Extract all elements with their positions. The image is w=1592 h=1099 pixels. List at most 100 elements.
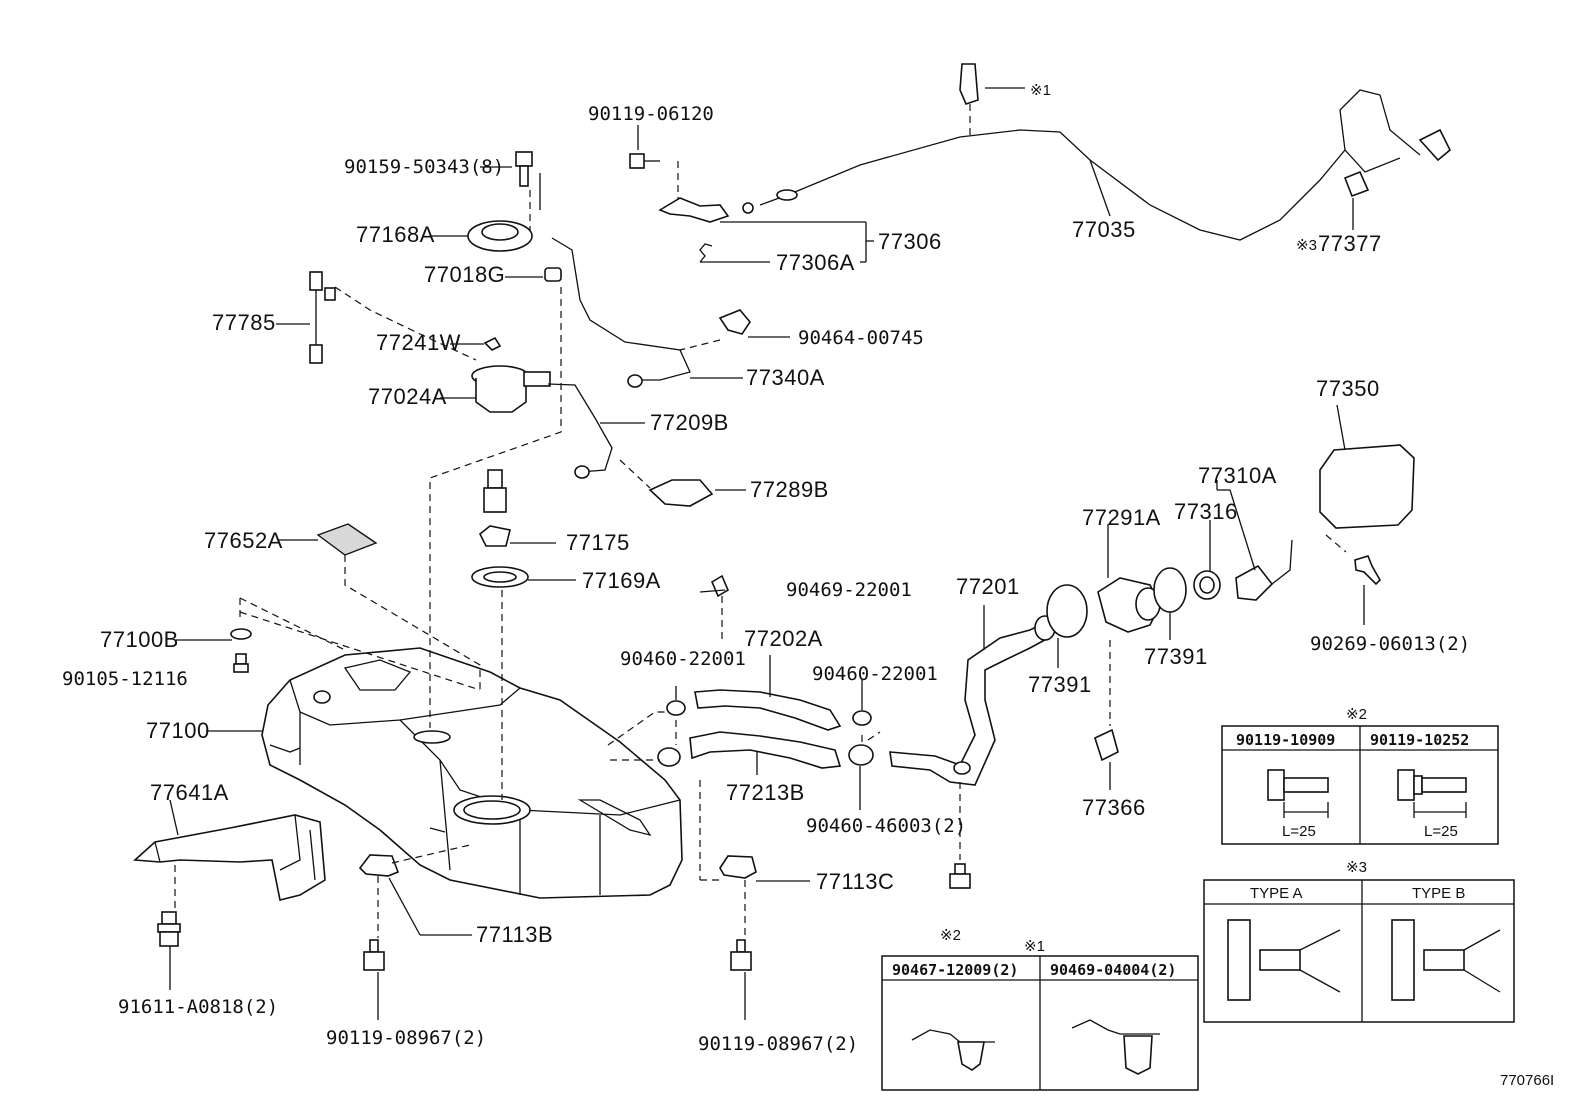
hose-77213b — [689, 731, 842, 769]
note2-len1: L=25 — [1282, 823, 1316, 840]
bracket-77113c — [719, 855, 757, 879]
clamp-90464-00745 — [718, 309, 751, 335]
fuel-tank-drawing — [261, 647, 683, 899]
clip-77366 — [1094, 728, 1119, 762]
label-90469-22001: 90469-22001 — [786, 579, 912, 601]
label-77113b: 77113B — [476, 922, 553, 947]
diagram-id: 770766I — [1500, 1072, 1554, 1089]
label-77391-right: 77391 — [1144, 644, 1208, 669]
leader-lines — [169, 87, 1365, 1020]
label-77024a: 77024A — [368, 384, 447, 409]
note2-col2-header: 90119-10252 — [1370, 731, 1469, 749]
label-77209b: 77209B — [650, 410, 729, 435]
hose-77340a — [551, 237, 691, 381]
screw-90269-06013 — [1354, 555, 1381, 586]
bolt-90105-12116 — [233, 653, 249, 673]
note2-table-title: ※2 — [1346, 706, 1367, 723]
note1-col2-header: 90469-04004(2) — [1050, 961, 1176, 979]
note3-type-b: TYPE B — [1412, 885, 1465, 902]
gasket-77391-left — [1046, 584, 1088, 638]
label-77350: 77350 — [1316, 376, 1380, 401]
bolt-90119-08967-right — [730, 939, 752, 971]
label-77168a: 77168A — [356, 222, 435, 247]
bracket-77289b — [648, 479, 714, 507]
bolt-90159-50343 — [515, 151, 533, 187]
note1-clip-b — [1071, 1019, 1160, 1075]
gasket-77391-right — [1153, 567, 1187, 613]
note2-bolt-b — [1397, 769, 1467, 818]
label-77391-left: 77391 — [1028, 672, 1092, 697]
pump-77024a — [471, 365, 551, 413]
label-90119-06120: 90119-06120 — [588, 103, 714, 125]
pump-filter-77175 — [483, 469, 507, 513]
note2-bolt-a — [1267, 769, 1329, 818]
note3-clip-type-a — [1227, 919, 1341, 1001]
gasket-77100b — [230, 628, 252, 640]
cable-77035 — [742, 89, 1451, 241]
bolt-90119-08967-left — [363, 939, 385, 971]
gauge-sender-77785 — [309, 271, 336, 364]
label-77035: 77035 — [1072, 217, 1136, 242]
retainer-ring-77168a — [467, 220, 533, 252]
note2-table: ※2 90119-10909 90119-10252 L=25 L=25 — [1221, 706, 1499, 845]
part-labels: 90119-06120 90159-50343(8) 77168A 77018G… — [62, 82, 1554, 1089]
filter-clip-77175 — [478, 525, 511, 547]
label-90460-46003: 90460-46003(2) — [806, 815, 966, 837]
lever-77306 — [629, 153, 730, 223]
label-90105-12116: 90105-12116 — [62, 668, 188, 690]
label-90119-08967-right: 90119-08967(2) — [698, 1033, 858, 1055]
filler-pipe-77201 — [889, 615, 1056, 786]
clip-77241w — [483, 336, 502, 351]
note1-col1-header: 90467-12009(2) — [892, 961, 1018, 979]
note1-clip-a — [911, 1029, 995, 1071]
housing-77291a — [1097, 577, 1161, 633]
fuel-lid-77350 — [1319, 444, 1415, 529]
label-77169a: 77169A — [582, 568, 661, 593]
note1-table: ※1 90467-12009(2) 90469-04004(2) — [881, 938, 1199, 1091]
note1-marker-top: ※1 — [1030, 82, 1051, 99]
fuel-cap-77310a — [1235, 539, 1293, 601]
label-77241w: 77241W — [376, 330, 461, 355]
clip-77377 — [1343, 170, 1370, 198]
label-90159-50343: 90159-50343(8) — [344, 156, 504, 178]
label-77366: 77366 — [1082, 795, 1146, 820]
note3-clip-type-b — [1391, 919, 1501, 1001]
clamp-90469-22001 — [710, 574, 730, 598]
label-90464-00745: 90464-00745 — [798, 327, 924, 349]
label-90269-06013: 90269-06013(2) — [1310, 633, 1470, 655]
label-77785: 77785 — [212, 310, 276, 335]
label-77113c: 77113C — [816, 869, 894, 894]
note2-col1-header: 90119-10909 — [1236, 731, 1335, 749]
clamp-90460-22001-b — [852, 710, 872, 726]
label-90119-08967-left: 90119-08967(2) — [326, 1027, 486, 1049]
label-77018g: 77018G — [424, 262, 505, 287]
bracket-77113b — [358, 854, 400, 877]
bolt-91611-a0818 — [157, 911, 181, 947]
label-77316: 77316 — [1174, 499, 1238, 524]
label-77100b: 77100B — [100, 627, 179, 652]
label-90460-22001-right: 90460-22001 — [812, 663, 938, 685]
hose-77209b — [547, 383, 613, 473]
label-77340a: 77340A — [746, 365, 825, 390]
label-77641a: 77641A — [150, 780, 229, 805]
label-77289b: 77289B — [750, 477, 829, 502]
label-77213b: 77213B — [726, 780, 805, 805]
label-77306: 77306 — [878, 229, 942, 254]
note2-len2: L=25 — [1424, 823, 1458, 840]
gauge-plate-77652a — [316, 523, 378, 556]
clamp-90460-22001-a — [666, 700, 686, 716]
bolt-note2-filler — [949, 863, 971, 889]
dashed-lines — [174, 104, 1347, 938]
note3-table-title: ※3 — [1346, 859, 1367, 876]
label-77175: 77175 — [566, 530, 630, 555]
label-77202a: 77202A — [744, 626, 823, 651]
label-77310a: 77310A — [1198, 463, 1277, 488]
note3-table: ※3 TYPE A TYPE B — [1203, 859, 1515, 1023]
clip-note1-top — [959, 63, 979, 105]
label-77201: 77201 — [956, 574, 1020, 599]
note2-marker-filler-bolt: ※2 — [940, 927, 961, 944]
spring-77306a — [699, 243, 713, 263]
note1-table-title: ※1 — [1024, 938, 1045, 955]
note3-marker-77377: ※3 — [1296, 237, 1317, 254]
